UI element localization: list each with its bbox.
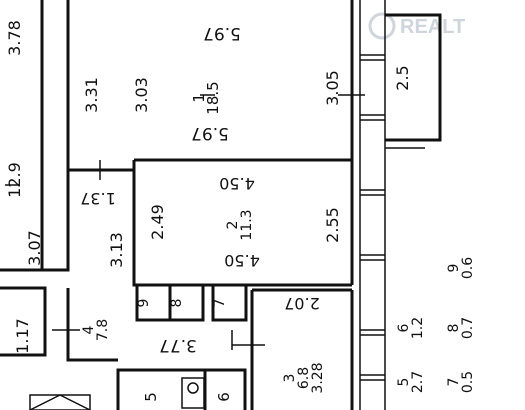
room-1-depth-right: 3.05 [323, 70, 342, 106]
room-2-width-top: 4.50 [219, 174, 255, 193]
room-5-area: 2.7 [410, 371, 426, 393]
room-4-number: 4 [81, 325, 97, 334]
corridor-width: 3.77 [159, 335, 197, 355]
walls [0, 0, 442, 410]
left-neighbor-area: 12.9 [5, 162, 24, 198]
room-2: 4.50 4.50 2.49 2.55 2 11.3 [148, 174, 342, 270]
balcony-width: 2.5 [393, 65, 412, 90]
watermark: REALT [368, 12, 465, 40]
room-1-depth-left: 3.31 [82, 77, 101, 113]
bath-6-label: 6 [215, 392, 233, 402]
room-5-number: 5 [396, 378, 412, 387]
room-6-area: 1.2 [410, 317, 426, 339]
room-7-number: 7 [446, 378, 462, 387]
room-1: 5.97 5.97 3.31 3.03 3.05 1 18.5 [82, 23, 342, 143]
room-8-area: 0.7 [460, 317, 476, 339]
room-2-area: 11.3 [239, 209, 255, 240]
room-2-width-bottom: 4.50 [224, 251, 260, 270]
room-4-nook: 1.37 [80, 189, 116, 208]
room-4-area: 7.8 [95, 319, 111, 341]
room-2-depth-left: 2.49 [148, 204, 167, 240]
left-neighbor-partial: 3.07 [25, 230, 44, 266]
room-1-depth-mid: 3.03 [132, 77, 151, 113]
bath-5-label: 5 [142, 392, 160, 402]
left-neighbor-top: 3.78 [5, 20, 24, 56]
balcony: 2.5 [393, 65, 412, 90]
closets: 9 8 7 [136, 299, 228, 308]
room-3: 2.07 3 6.8 3.28 [282, 294, 326, 394]
room-3-width: 2.07 [284, 294, 320, 313]
room-1-width-top: 5.97 [203, 23, 241, 43]
room-1-width-bottom: 5.97 [191, 123, 229, 143]
watermark-logo-icon [368, 12, 396, 40]
room-9-area: 0.6 [460, 257, 476, 279]
room-6-number: 6 [396, 323, 412, 332]
room-3-depth: 3.28 [310, 362, 326, 393]
room-4-width: 1.17 [13, 318, 32, 354]
left-neighbor: 3.78 12.9 3.07 [5, 20, 44, 266]
closet-9-label: 9 [136, 299, 152, 308]
room-4: 1.37 3.13 1.17 4 7.8 3.77 [13, 189, 197, 355]
room-3-area: 6.8 [296, 367, 312, 389]
room-4-height: 3.13 [107, 232, 126, 268]
watermark-text: REALT [400, 16, 465, 38]
room-1-area: 18.5 [204, 81, 222, 114]
room-2-number: 2 [225, 221, 241, 230]
closet-7-label: 7 [212, 299, 228, 308]
room-3-number: 3 [282, 374, 298, 383]
room-1-number: 1 [190, 93, 208, 103]
room-7-area: 0.5 [460, 371, 476, 393]
closet-8-label: 8 [169, 299, 185, 308]
room-8-number: 8 [446, 324, 462, 333]
bathrooms: 5 6 [142, 392, 233, 402]
small-rooms-legend: 9 0.6 6 1.2 8 0.7 5 2.7 7 0.5 [396, 257, 476, 393]
room-9-number: 9 [446, 264, 462, 273]
room-2-depth-right: 2.55 [323, 207, 342, 243]
window-marks [360, 54, 385, 381]
